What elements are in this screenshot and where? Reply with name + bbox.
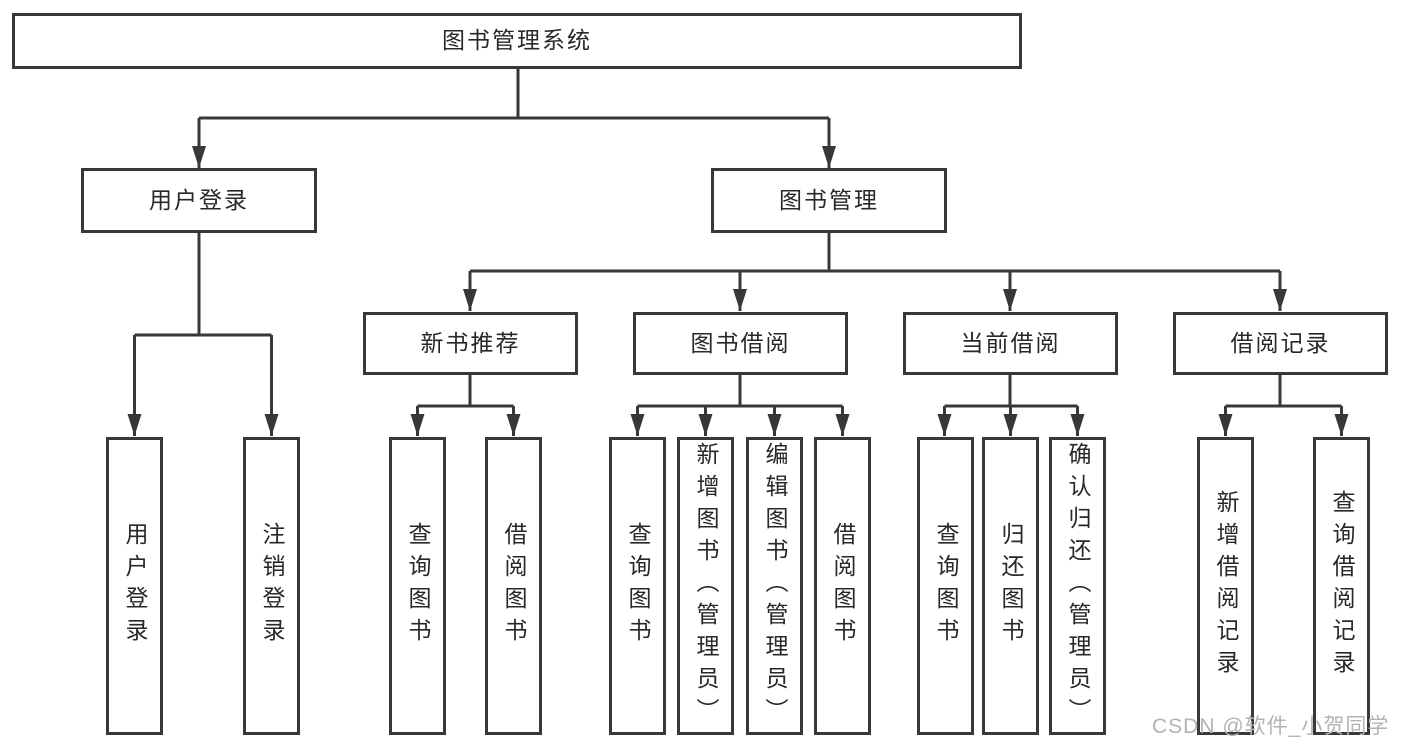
leaf-edit-books-admin: 编辑图书（管理员） xyxy=(746,437,803,735)
leaf-return-books: 归还图书 xyxy=(982,437,1039,735)
leaf-logout: 注销登录 xyxy=(243,437,300,735)
leaf-query-books-current: 查询图书 xyxy=(917,437,974,735)
leaf-query-borrow-record: 查询借阅记录 xyxy=(1313,437,1370,735)
node-current-borrowing: 当前借阅 xyxy=(903,312,1118,375)
leaf-user-login: 用户登录 xyxy=(106,437,163,735)
leaf-borrow-books: 借阅图书 xyxy=(814,437,871,735)
leaf-query-books-borrowing: 查询图书 xyxy=(609,437,666,735)
node-borrowing-records: 借阅记录 xyxy=(1173,312,1388,375)
leaf-add-borrow-record: 新增借阅记录 xyxy=(1197,437,1254,735)
node-new-book-recommendation: 新书推荐 xyxy=(363,312,578,375)
leaf-query-books-recommend: 查询图书 xyxy=(389,437,446,735)
node-library-management-system: 图书管理系统 xyxy=(12,13,1022,69)
leaf-add-books-admin: 新增图书（管理员） xyxy=(677,437,734,735)
csdn-watermark: CSDN @软件_小贺同学 xyxy=(1152,715,1390,738)
node-user-login: 用户登录 xyxy=(81,168,317,233)
node-book-management: 图书管理 xyxy=(711,168,947,233)
leaf-confirm-return-admin: 确认归还（管理员） xyxy=(1049,437,1106,735)
node-book-borrowing: 图书借阅 xyxy=(633,312,848,375)
leaf-borrow-books-recommend: 借阅图书 xyxy=(485,437,542,735)
